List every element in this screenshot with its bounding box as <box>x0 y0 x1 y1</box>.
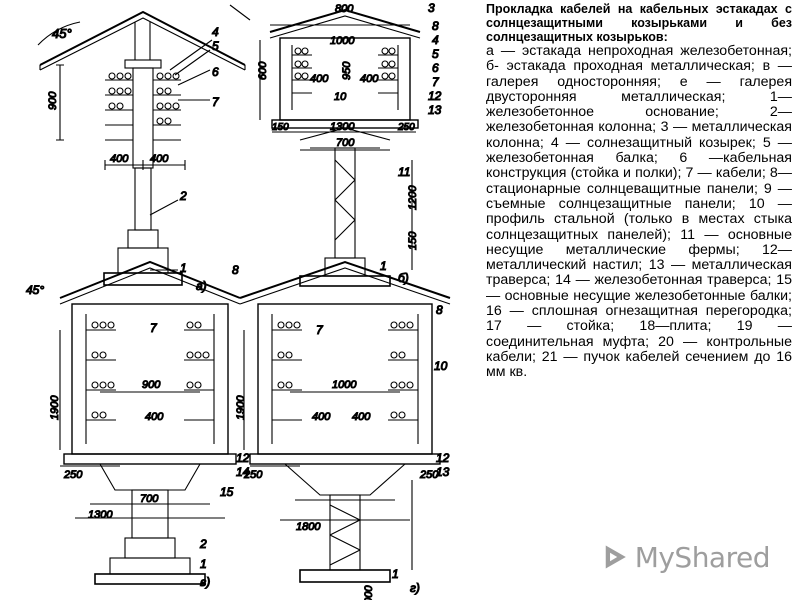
figure-a <box>37 4 251 286</box>
fig-a-w2: 400 <box>150 153 169 165</box>
fig-b-part-12: 12 <box>428 89 442 103</box>
fig-v-angle: 45° <box>26 283 44 297</box>
fig-g-beam: 1000 <box>363 585 375 600</box>
fig-a-part-5: 5 <box>212 39 219 53</box>
fig-b-label: б) <box>398 271 409 285</box>
fig-b-w400b: 400 <box>360 73 379 85</box>
fig-g-part-12: 12 <box>436 451 450 465</box>
fig-b-rw: 250 <box>397 122 415 133</box>
fig-a-part-4: 4 <box>212 25 219 39</box>
logo-text: MyShared <box>634 540 771 574</box>
legend-text: а — эстакада непроходная железобетонная;… <box>486 43 792 381</box>
fig-v-base: 1300 <box>88 509 113 521</box>
fig-g-width: 1000 <box>332 379 357 391</box>
fig-b-h1: 600 <box>257 61 269 80</box>
fig-b-part-11: 11 <box>398 165 410 179</box>
fig-v-shelf: 400 <box>145 411 164 423</box>
fig-b-part-7: 7 <box>432 75 440 89</box>
figure-g <box>239 260 451 583</box>
play-icon <box>605 545 626 569</box>
fig-g-part-13: 13 <box>436 465 450 479</box>
fig-b-beam: 700 <box>336 137 355 149</box>
fig-g-rw: 250 <box>419 469 439 481</box>
fig-a-part-2: 2 <box>179 189 187 203</box>
fig-a-angle: 45° <box>52 26 72 41</box>
fig-b-part-1: 1 <box>380 259 387 273</box>
fig-g-part-8: 8 <box>436 303 443 317</box>
fig-g-part-1: 1 <box>392 567 399 581</box>
fig-b-part-6: 6 <box>432 61 439 75</box>
figure-v <box>59 260 241 585</box>
fig-v-part-12: 12 <box>236 451 250 465</box>
cable-rack-drawing: 45° 900 400 400 4 5 6 7 2 1 а) 800 1000 <box>25 0 451 600</box>
fig-b-part-3: 3 <box>428 1 435 15</box>
fig-b-h2: 950 <box>341 61 353 80</box>
fig-v-label: в) <box>200 575 210 589</box>
fig-a-part-6: 6 <box>212 65 219 79</box>
fig-v-beam: 700 <box>140 493 159 505</box>
fig-b-part-13: 13 <box>428 103 442 117</box>
fig-b-p10: 10 <box>334 91 347 103</box>
fig-g-part-7: 7 <box>316 323 324 337</box>
fig-v-width: 900 <box>142 379 161 391</box>
fig-a-label: а) <box>196 279 207 293</box>
slide-title: Прокладка кабелей на кабельных эстакадах… <box>486 2 792 44</box>
fig-g-label: г) <box>410 581 420 595</box>
fig-b-w400a: 400 <box>310 73 329 85</box>
fig-a-part-1: 1 <box>180 261 187 275</box>
fig-v-part-8: 8 <box>232 263 239 277</box>
fig-v-part-1: 1 <box>200 557 207 571</box>
fig-a-height: 900 <box>47 91 59 110</box>
fig-g-shelf-2: 400 <box>352 411 371 423</box>
figure-b <box>259 8 421 287</box>
fig-a-w1: 400 <box>110 153 129 165</box>
fig-b-lw: 150 <box>272 122 289 133</box>
fig-v-part-7: 7 <box>150 321 158 335</box>
fig-b-inner: 1000 <box>330 35 355 47</box>
fig-b-base: 1300 <box>330 121 355 133</box>
fig-g-lw: 250 <box>243 469 263 481</box>
watermark-logo: MyShared <box>600 535 771 579</box>
fig-g-height: 1900 <box>235 395 247 420</box>
fig-g-base: 1800 <box>296 521 321 533</box>
fig-b-part-5: 5 <box>432 47 439 61</box>
fig-g-shelf-1: 400 <box>312 411 331 423</box>
fig-v-lw: 250 <box>63 469 83 481</box>
fig-v-part-15: 15 <box>220 485 234 499</box>
fig-v-part-14: 14 <box>236 465 250 479</box>
fig-v-part-2: 2 <box>199 537 207 551</box>
fig-b-col: 1200 <box>407 185 419 210</box>
fig-v-height: 1900 <box>49 395 61 420</box>
fig-b-part-4: 4 <box>432 33 439 47</box>
fig-a-part-7: 7 <box>212 95 220 109</box>
fig-b-top: 800 <box>335 3 354 15</box>
fig-b-part-8: 8 <box>432 19 439 33</box>
fig-g-part-10: 10 <box>434 359 448 373</box>
fig-b-bot: 150 <box>407 231 419 250</box>
